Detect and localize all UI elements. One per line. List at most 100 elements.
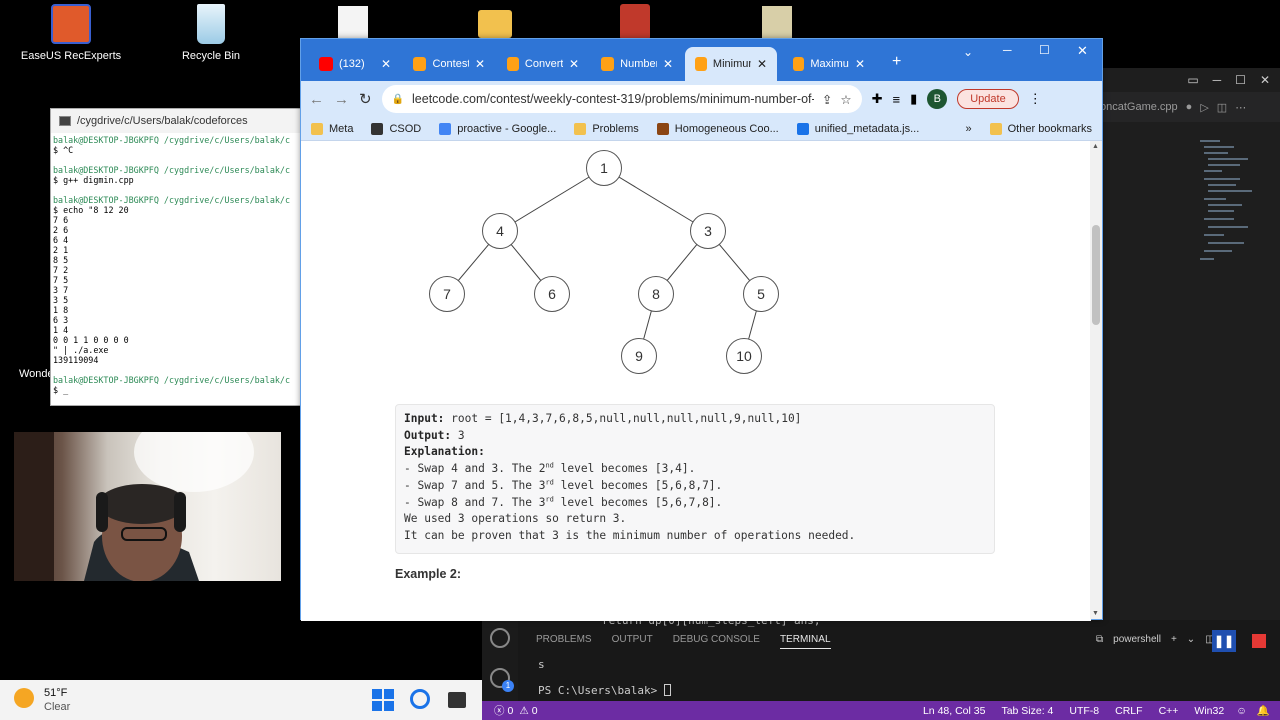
panel-tab-terminal[interactable]: TERMINAL [779, 634, 831, 649]
more-bookmarks-button[interactable]: » [965, 122, 972, 135]
close-tab-icon[interactable]: ✕ [474, 57, 485, 71]
split-terminal-icon[interactable]: ◫ [1205, 634, 1215, 645]
browser-toolbar[interactable]: ← → ↻ 🔒 leetcode.com/contest/weekly-cont… [301, 81, 1102, 117]
content-scrollbar[interactable]: ▲ ▼ [1090, 141, 1102, 619]
error-icon[interactable]: ⓧ [494, 705, 505, 717]
panel-tabs[interactable]: PROBLEMS OUTPUT DEBUG CONSOLE TERMINAL [536, 634, 831, 649]
pause-recording-button[interactable]: ❚❚ [1212, 630, 1236, 652]
tab-strip[interactable]: (132)✕Contest✕Convert t✕Number✕Minimum✕M… [301, 39, 1102, 81]
close-icon[interactable]: ✕ [1077, 43, 1088, 58]
more-icon[interactable]: ⋯ [1235, 101, 1247, 114]
split-editor-icon[interactable]: ◫ [1216, 101, 1228, 114]
panel-tab-problems[interactable]: PROBLEMS [536, 634, 592, 645]
tab-search-icon[interactable]: ⌄ [963, 45, 974, 59]
bookmark-item[interactable]: Meta [311, 122, 353, 135]
profile-avatar[interactable]: B [927, 89, 948, 109]
close-tab-icon[interactable]: ✕ [380, 57, 391, 71]
sidepanel-icon[interactable]: ▮ [910, 91, 918, 106]
warning-count[interactable]: 0 [531, 704, 538, 717]
terminal-controls[interactable]: ⧉ powershell + ⌄ ◫ [1096, 634, 1215, 645]
run-icon[interactable]: ▷ [1200, 101, 1209, 114]
terminal-shell-label[interactable]: powershell [1113, 634, 1161, 645]
notifications-bell-icon[interactable]: 🔔 [1256, 705, 1270, 717]
ms-app-icon[interactable] [620, 4, 650, 40]
close-tab-icon[interactable]: ✕ [662, 57, 673, 71]
bookmark-item[interactable]: unified_metadata.js... [796, 122, 919, 135]
minimap[interactable] [1200, 138, 1260, 268]
browser-tab[interactable]: Convert t✕ [497, 47, 589, 81]
terminal-prompt[interactable]: PS C:\Users\balak> [538, 684, 671, 697]
bookmark-item[interactable]: CSOD [371, 122, 421, 135]
vscode-status-bar[interactable]: ⓧ 0 ⚠ 0 Ln 48, Col 35 Tab Size: 4 UTF-8 … [482, 701, 1280, 720]
new-tab-button[interactable]: + [892, 53, 902, 70]
tab-size[interactable]: Tab Size: 4 [1001, 704, 1054, 717]
update-button[interactable]: Update [957, 89, 1019, 109]
windows-start-icon[interactable] [372, 689, 394, 711]
editor-tab-label[interactable]: oncatGame.cpp [1100, 101, 1178, 113]
weather-temperature[interactable]: 51°F [44, 687, 68, 699]
line-ending[interactable]: CRLF [1115, 704, 1143, 717]
share-icon[interactable]: ⇪ [821, 92, 833, 107]
close-tab-icon[interactable]: ✕ [568, 57, 579, 71]
platform[interactable]: Win32 [1194, 704, 1225, 717]
search-icon[interactable] [410, 689, 430, 709]
close-tab-icon[interactable]: ✕ [756, 57, 767, 71]
windows-taskbar[interactable]: 51°F Clear [0, 680, 482, 720]
terminal-titlebar[interactable]: /cygdrive/c/Users/balak/codeforces [51, 109, 309, 133]
minimize-icon[interactable]: ─ [1212, 73, 1222, 87]
terminal-output[interactable]: balak@DESKTOP-JBGKPFQ /cygdrive/c/Users/… [51, 133, 309, 397]
feedback-icon[interactable]: ☺ [1236, 704, 1247, 717]
error-count[interactable]: 0 [507, 704, 514, 717]
account-icon[interactable] [490, 628, 510, 648]
layout-icon[interactable]: ▭ [1187, 73, 1199, 87]
cursor-position[interactable]: Ln 48, Col 35 [922, 704, 986, 717]
bookmark-item[interactable]: Problems [574, 122, 639, 135]
media-icon[interactable]: ≡ [892, 91, 901, 107]
settings-gear-icon[interactable] [490, 668, 510, 688]
bookmark-item[interactable]: proactive - Google... [439, 122, 556, 135]
scroll-down-icon[interactable]: ▼ [1092, 610, 1099, 617]
language-mode[interactable]: C++ [1158, 704, 1179, 717]
bookmark-item[interactable]: Homogeneous Coo... [656, 122, 779, 135]
document-icon[interactable] [338, 6, 368, 40]
maximize-icon[interactable]: ☐ [1039, 43, 1050, 57]
chrome-window[interactable]: (132)✕Contest✕Convert t✕Number✕Minimum✕M… [300, 38, 1103, 621]
back-button[interactable]: ← [309, 90, 324, 108]
panel-tab-debug-console[interactable]: DEBUG CONSOLE [672, 634, 760, 645]
folder-icon[interactable] [478, 10, 512, 38]
close-icon[interactable]: ✕ [1259, 73, 1270, 87]
address-bar[interactable]: 🔒 leetcode.com/contest/weekly-contest-31… [381, 85, 862, 113]
menu-icon[interactable]: ⋮ [1028, 91, 1042, 106]
minimize-icon[interactable]: ─ [1003, 43, 1012, 57]
browser-tab[interactable]: Minimum✕ [685, 47, 777, 81]
new-terminal-icon[interactable]: + [1170, 634, 1177, 645]
browser-tab[interactable]: (132)✕ [309, 47, 401, 81]
reload-button[interactable]: ↻ [359, 91, 372, 108]
weather-icon[interactable] [14, 688, 34, 708]
chevron-down-icon[interactable]: ⌄ [1186, 634, 1196, 645]
browser-tab[interactable]: Contest✕ [403, 47, 495, 81]
scroll-up-icon[interactable]: ▲ [1092, 143, 1099, 150]
task-view-icon[interactable] [448, 692, 466, 708]
browser-tab[interactable]: Number✕ [591, 47, 683, 81]
cygwin-terminal-window[interactable]: /cygdrive/c/Users/balak/codeforces balak… [50, 108, 310, 406]
scrollbar-thumb[interactable] [1092, 225, 1100, 325]
forward-button[interactable]: → [334, 90, 349, 108]
archive-icon[interactable] [762, 6, 792, 40]
encoding[interactable]: UTF-8 [1069, 704, 1100, 717]
url-text[interactable]: leetcode.com/contest/weekly-contest-319/… [412, 92, 814, 106]
stop-recording-button[interactable] [1252, 634, 1266, 648]
desktop-icon-recycle-bin[interactable]: Recycle Bin [156, 4, 266, 62]
maximize-icon[interactable]: ☐ [1235, 73, 1246, 87]
bookmark-star-icon[interactable]: ☆ [840, 92, 852, 107]
vscode-titlebar[interactable]: ▭ ─ ☐ ✕ [1100, 68, 1280, 92]
warning-icon[interactable]: ⚠ [519, 704, 529, 717]
vscode-editor-tabs[interactable]: oncatGame.cpp ● ▷ ◫ ⋯ [1100, 92, 1280, 122]
panel-tab-output[interactable]: OUTPUT [611, 634, 653, 645]
extensions-icon[interactable]: ✚ [871, 91, 883, 106]
other-bookmarks-folder[interactable]: Other bookmarks [989, 122, 1092, 135]
browser-tab[interactable]: Maximum✕ [783, 47, 875, 81]
close-tab-icon[interactable]: ✕ [854, 57, 865, 71]
bookmarks-bar[interactable]: Meta CSOD proactive - Google... Problems Hom… [301, 117, 1102, 141]
